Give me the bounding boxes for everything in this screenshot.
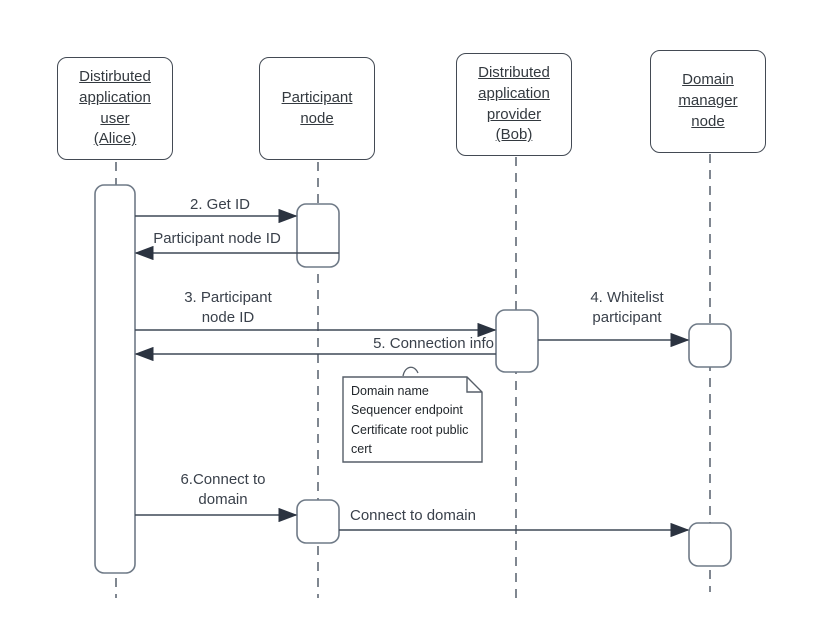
message-label-whitelist-participant: 4. Whitelist participant <box>590 289 664 326</box>
actor-alice: Distirbuted application user (Alice) <box>57 57 173 160</box>
message-label-connect-to-domain: 6.Connect to domain <box>180 471 266 508</box>
note-fold <box>466 377 482 393</box>
actor-provider-bob: Distributed application provider (Bob) <box>456 53 572 156</box>
activation-bob <box>495 309 539 373</box>
message-label-connection-info: 5. Connection info <box>373 335 494 352</box>
message-label-connect-to-domain-2: Connect to domain <box>350 507 476 524</box>
message-label-participant-node-id: 3. Participant node ID <box>184 289 272 326</box>
actor-participant-node: Participant node <box>259 57 375 160</box>
note-connector-curve <box>402 366 419 377</box>
activation-participant-1 <box>296 203 340 268</box>
activation-alice <box>94 184 136 574</box>
activation-participant-2 <box>296 499 340 544</box>
note-connection-info-text: Domain name Sequencer endpoint Certifica… <box>351 384 469 457</box>
note-shape <box>342 376 483 463</box>
message-label-get-id: 2. Get ID <box>189 196 251 213</box>
message-label-participant-node-id-return: Participant node ID <box>153 230 281 247</box>
activation-domain-manager-1 <box>688 323 732 368</box>
activation-domain-manager-2 <box>688 522 732 567</box>
actor-domain-manager-node: Domain manager node <box>650 50 766 153</box>
